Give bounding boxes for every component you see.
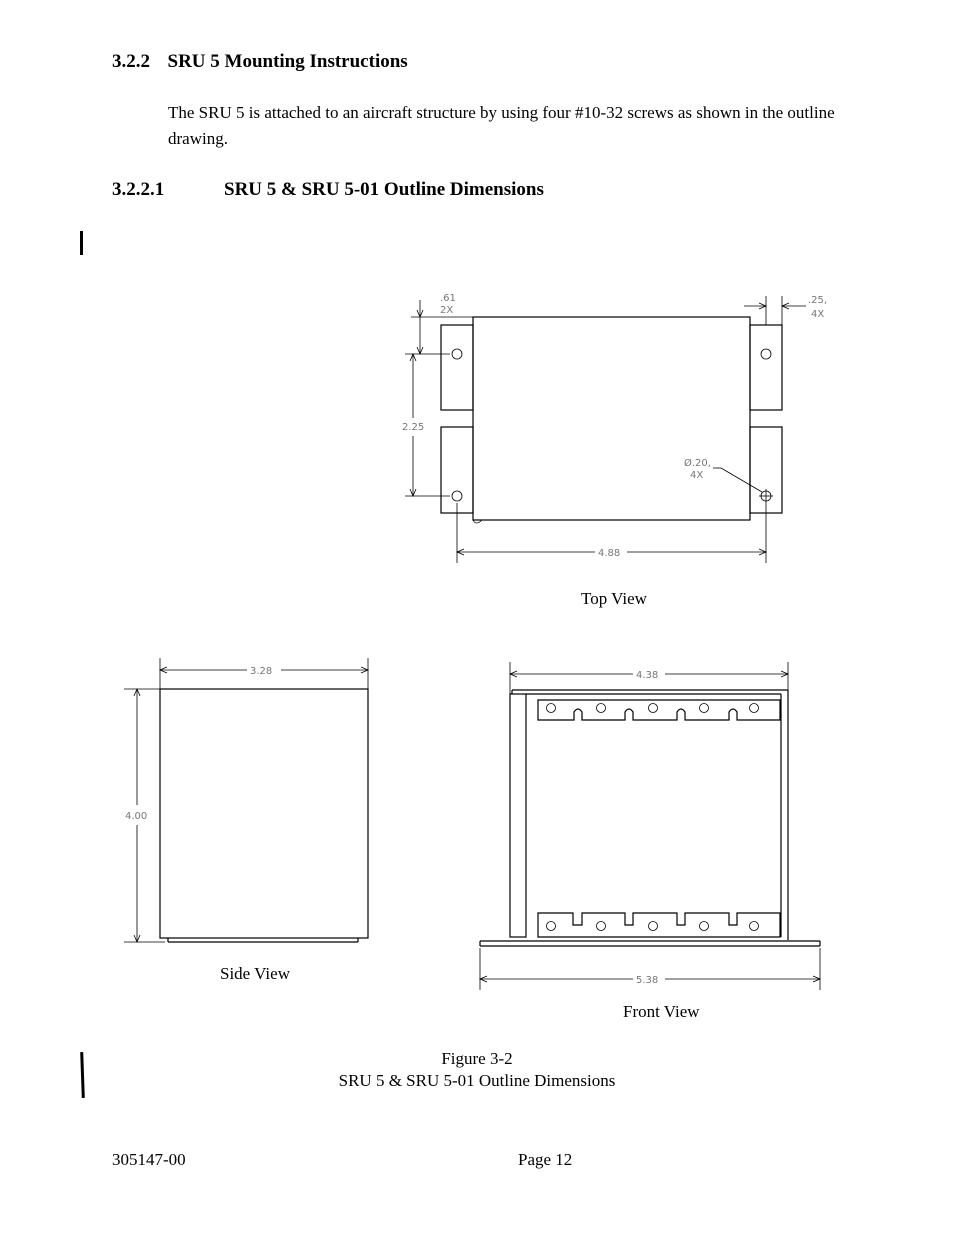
mount-hole [760,348,772,360]
mount-hole [451,348,463,360]
section-heading: 3.2.2 SRU 5 Mounting Instructions [112,51,408,73]
dim-front-bottom: 5.38 [636,975,658,986]
dim-slot-qty: 4X [811,309,824,320]
section-number: 3.2.2 [112,51,150,72]
side-view-drawing: 3.28 4.00 [124,658,370,944]
top-view-body [472,316,751,521]
dim-front-top: 4.38 [636,670,658,681]
bottom-connector-outline [537,912,781,938]
connector-pin [596,703,606,713]
front-view-drawing: 4.38 5.38 [478,662,822,990]
connector-pin [699,703,709,713]
connector-pin [699,921,709,931]
bottom-connector-row [537,912,781,938]
dim-spacing: 2.25 [402,422,424,433]
dim-width: 4.88 [598,548,620,559]
front-view-caption: Front View [623,1002,700,1021]
front-left-wall [509,693,527,938]
page-number: Page 12 [518,1150,573,1169]
top-connector-row [537,699,781,721]
change-bar [80,231,83,255]
connector-pin [648,703,658,713]
figure-title: SRU 5 & SRU 5-01 Outline Dimensions [338,1071,616,1090]
dim-flange: .61 [440,293,456,304]
top-connector-outline [537,699,781,721]
section-body: The SRU 5 is attached to an aircraft str… [168,103,835,148]
left-lower-flange [440,426,474,514]
connector-pin [749,703,759,713]
subsection-title: SRU 5 & SRU 5-01 Outline Dimensions [224,179,544,200]
mount-hole [451,490,463,502]
right-upper-flange [749,324,783,411]
figure-caption: Figure 3-2 SRU 5 & SRU 5-01 Outline Dime… [0,1048,954,1092]
connector-pin [546,703,556,713]
dim-flange-qty: 2X [440,305,453,316]
side-view-caption: Side View [220,964,290,983]
dim-slot: .25, [808,295,827,306]
dim-side-height: 4.00 [125,811,147,822]
dim-hole: Ø.20, [684,457,711,469]
connector-pin [546,921,556,931]
dim-side-width: 3.28 [250,666,272,677]
side-view-body [159,688,369,939]
connector-pin [596,921,606,931]
dim-hole-qty: 4X [690,470,703,481]
connector-pin [749,921,759,931]
section-title: SRU 5 Mounting Instructions [167,51,408,72]
subsection-number: 3.2.2.1 [112,179,165,200]
top-view-drawing: .61 2X 2.25 .25, 4X Ø.20, 4X 4.88 [402,293,827,563]
top-view-caption: Top View [581,589,647,608]
subsection-heading: 3.2.2.1 SRU 5 & SRU 5-01 Outline Dimensio… [112,179,544,201]
figure-number: Figure 3-2 [441,1049,513,1068]
left-upper-flange [440,324,474,411]
connector-pin [648,921,658,931]
doc-number: 305147-00 [112,1150,186,1169]
